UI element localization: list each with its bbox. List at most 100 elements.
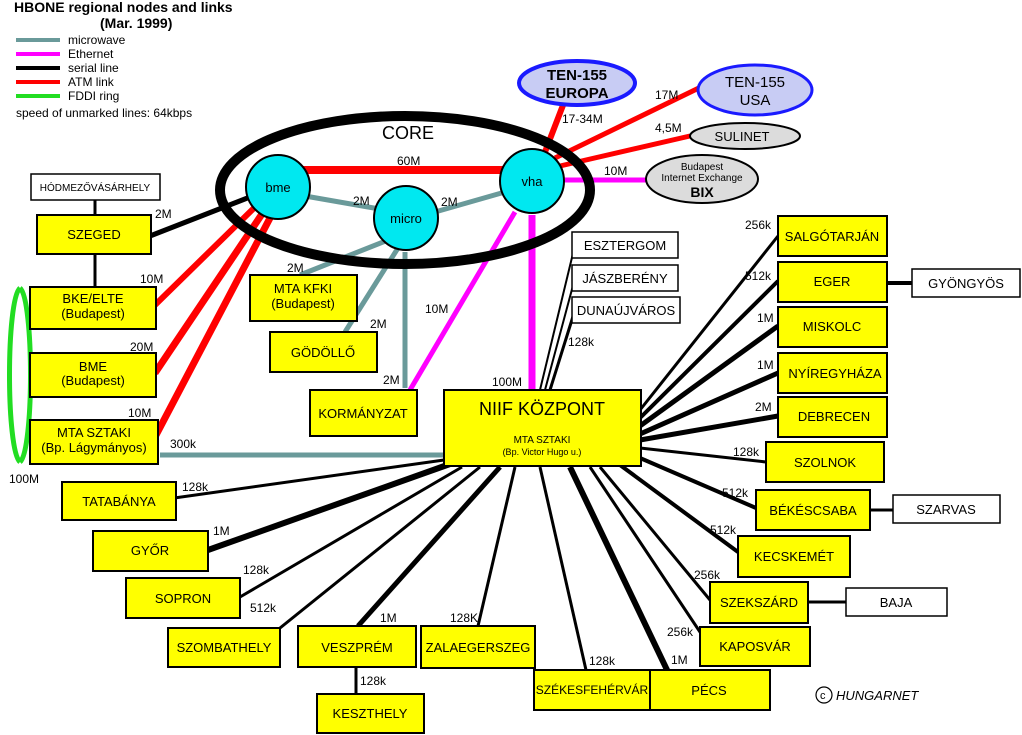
node-bekescsaba[interactable]: BÉKÉSCSABA [755,489,871,531]
node-dunaujvaros[interactable]: DUNAÚJVÁROS [571,296,681,324]
speed-bme-micro: 2M [353,194,370,208]
node-baja[interactable]: BAJA [845,587,948,617]
node-zalaegerszeg[interactable]: ZALAEGERSZEG [420,625,536,669]
node-gyor[interactable]: GYŐR [92,530,209,572]
ten155-europa-line2: EUROPA [545,85,608,102]
speed-europa: 17-34M [562,112,603,126]
node-keszthely-box [316,693,425,734]
node-veszprem[interactable]: VESZPRÉM [297,625,417,668]
node-hodmezovasarhely-box [30,173,161,201]
node-debrecen-label: DEBRECEN [798,409,870,424]
core-node-micro-label: micro [390,211,422,226]
speed-sztaki: 10M [128,406,151,420]
city-nodes: SZEGED BKE/ELTE (Budapest) BME (Budapest… [29,214,888,734]
sulinet-shape [689,122,801,150]
node-baja-box [845,587,948,617]
speed-szekesfehervar: 128k [589,654,616,668]
white-nodes: HÓDMEZŐVÁSÁRHELY ESZTERGOM JÁSZBERÉNY DU… [30,173,1021,617]
node-jaszbereny-box [571,264,679,292]
node-salgotarjan[interactable]: SALGÓTARJÁN [777,215,888,257]
node-debrecen-box [777,396,888,438]
link-gyor [206,461,452,553]
core-node-micro[interactable]: micro [373,185,439,251]
link-kaposvar [588,466,704,636]
node-kecskemet-box [737,535,851,578]
ten155-usa-line1: TEN-155 [725,74,785,91]
node-szekesfehervar-box [533,669,651,711]
speed-gyor: 1M [213,524,230,538]
node-keszthely[interactable]: KESZTHELY [316,693,425,734]
node-szarvas[interactable]: SZARVAS [892,494,1001,524]
node-hodmezovasarhely-label: HÓDMEZŐVÁSÁRHELY [40,180,151,194]
node-sopron[interactable]: SOPRON [125,577,241,619]
node-veszprem-label: VESZPRÉM [321,640,393,655]
node-kaposvar[interactable]: KAPOSVÁR [699,626,811,667]
node-hodmezovasarhely[interactable]: HÓDMEZŐVÁSÁRHELY [30,173,161,201]
niif-kozpont-node[interactable]: NIIF KÖZPONT MTA SZTAKI (Bp. Victor Hugo… [443,389,642,467]
node-bme-bp-box [29,352,157,398]
node-bme-bp-line1: BME [79,359,108,374]
copyright-text: HUNGARNET [836,688,919,703]
node-nyiregyhaza[interactable]: NYÍREGYHÁZA [777,352,888,394]
node-szarvas-box [892,494,1001,524]
speed-vha-kormanyzat: 10M [425,302,448,316]
node-kecskemet[interactable]: KECSKEMÉT [737,535,851,578]
node-kfki[interactable]: MTA KFKI (Budapest) [249,274,358,322]
node-dunaujvaros-label: DUNAÚJVÁROS [577,303,676,318]
node-szolnok[interactable]: SZOLNOK [765,441,885,483]
legend-ethernet: Ethernet [68,47,114,61]
link-sztaki [151,216,274,439]
node-szekszard[interactable]: SZEKSZÁRD [709,581,809,624]
node-kormanyzat[interactable]: KORMÁNYZAT [309,389,418,437]
sulinet-node[interactable]: SULINET [689,122,801,150]
node-szombathely[interactable]: SZOMBATHELY [167,627,281,668]
node-gyor-box [92,530,209,572]
node-gyongyos[interactable]: GYÖNGYÖS [911,268,1021,298]
node-bke[interactable]: BKE/ELTE (Budapest) [29,286,157,330]
node-jaszbereny-label: JÁSZBERÉNY [582,271,668,286]
speed-zalaegerszeg: 128K [450,611,478,625]
core-node-bme[interactable]: bme [245,154,311,220]
ten155-usa-node[interactable]: TEN-155 USA [696,63,814,117]
link-sopron [239,465,463,599]
node-pecs[interactable]: PÉCS [647,669,771,711]
ten155-usa-line2: USA [740,92,771,109]
node-kfki-line2: (Budapest) [271,296,335,311]
node-kormanyzat-label: KORMÁNYZAT [318,406,407,421]
ten155-europa-node[interactable]: TEN-155 EUROPA [517,59,637,107]
copyright-mark: c HUNGARNET [815,686,919,704]
copyright-icon [815,686,833,704]
bix-node[interactable]: Budapest Internet Exchange BIX [645,154,759,204]
node-tatabanya[interactable]: TATABÁNYA [61,481,177,521]
link-micro-vha [434,189,506,215]
core-node-bme-circle [245,154,311,220]
node-szekszard-label: SZEKSZÁRD [720,595,798,610]
node-miskolc[interactable]: MISKOLC [777,306,888,348]
node-bke-line1: BKE/ELTE [62,291,124,306]
node-jaszbereny[interactable]: JÁSZBERÉNY [571,264,679,292]
speed-fddi: 100M [9,472,39,486]
link-bme-bp [152,212,265,375]
node-nyiregyhaza-label: NYÍREGYHÁZA [788,366,882,381]
node-esztergom-label: ESZTERGOM [584,238,666,253]
fddi-ring-right [17,286,33,464]
core-node-micro-circle [373,185,439,251]
node-szeged[interactable]: SZEGED [36,214,152,255]
speed-kecskemet: 512k [710,523,737,537]
node-godollo[interactable]: GÖDÖLLŐ [269,331,378,373]
core-node-vha[interactable]: vha [499,148,565,214]
legend-fddi: FDDI ring [68,89,119,103]
speed-tatabanya: 128k [182,480,209,494]
node-godollo-box [269,331,378,373]
node-eger[interactable]: EGER [777,261,888,303]
node-esztergom[interactable]: ESZTERGOM [571,231,679,259]
speed-sztaki-hub: 300k [170,437,197,451]
link-salgotarjan [638,235,780,411]
speed-keszthely: 128k [360,674,387,688]
node-debrecen[interactable]: DEBRECEN [777,396,888,438]
node-salgotarjan-label: SALGÓTARJÁN [785,229,879,244]
node-sztaki-lagymanyos[interactable]: MTA SZTAKI (Bp. Lágymányos) [29,419,159,465]
speed-bix: 10M [604,164,627,178]
node-szekesfehervar[interactable]: SZÉKESFEHÉRVÁR [533,669,651,711]
node-bme-bp[interactable]: BME (Budapest) [29,352,157,398]
